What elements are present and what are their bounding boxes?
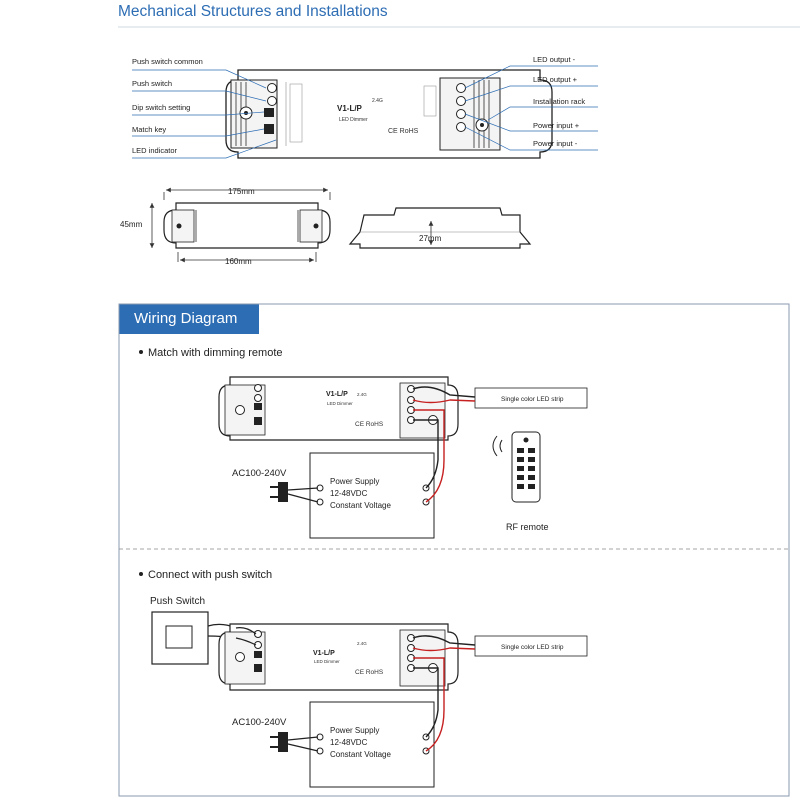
label-power-input-plus: Power input + bbox=[533, 121, 580, 130]
label-push-switch: Push switch bbox=[132, 79, 172, 88]
plug-2 bbox=[270, 732, 319, 752]
psu-1 bbox=[309, 452, 435, 539]
label-installation-rack: Installation rack bbox=[533, 97, 585, 106]
controller-2-sub: LED Dimmer bbox=[314, 659, 340, 664]
label-led-output-plus: LED output + bbox=[533, 75, 578, 84]
label-led-indicator: LED indicator bbox=[132, 146, 178, 155]
controller-1-sub: LED Dimmer bbox=[327, 401, 353, 406]
mechanical-title: Mechanical Structures and Installations bbox=[118, 3, 388, 20]
push-switch-label: Push Switch bbox=[150, 596, 205, 607]
label-push-switch-common: Push switch common bbox=[132, 57, 203, 66]
dimension-top-view bbox=[149, 187, 331, 263]
led-strip-1 bbox=[474, 387, 588, 409]
wiring-title: Wiring Diagram bbox=[119, 304, 259, 334]
psu-1-line-3: Constant Voltage bbox=[330, 501, 391, 510]
controller-1-cert: CE RoHS bbox=[355, 421, 384, 428]
psu-1-line-1: Power Supply bbox=[330, 477, 379, 486]
wiring-frame bbox=[118, 303, 790, 797]
strip-1-wires bbox=[412, 386, 476, 404]
left-callouts bbox=[132, 69, 277, 159]
dim-27: 27mm bbox=[419, 234, 442, 243]
controller-top-view bbox=[225, 69, 553, 159]
label-dip-switch: Dip switch setting bbox=[132, 103, 190, 112]
rf-remote-label: RF remote bbox=[506, 522, 549, 532]
section1-heading: Match with dimming remote bbox=[148, 347, 283, 359]
controller-1-band: 2.4G bbox=[357, 392, 367, 397]
model-label: V1-L/P bbox=[337, 104, 363, 113]
label-match-key: Match key bbox=[132, 125, 166, 134]
label-power-input-minus: Power input - bbox=[533, 139, 578, 148]
section2-heading: Connect with push switch bbox=[148, 569, 272, 581]
controller-2-model: V1-L/P bbox=[313, 650, 335, 657]
controller-2-band: 2.4G bbox=[357, 641, 367, 646]
ac-1-label: AC100-240V bbox=[232, 468, 287, 479]
strip-1-label: Single color LED strip bbox=[501, 396, 564, 403]
psu-2-line-1: Power Supply bbox=[330, 726, 379, 735]
cert-label: CE RoHS bbox=[388, 128, 419, 135]
psu-2-wires bbox=[413, 657, 445, 752]
strip-2-label: Single color LED strip bbox=[501, 644, 564, 651]
label-led-output-minus: LED output - bbox=[533, 55, 576, 64]
dim-175: 175mm bbox=[228, 187, 255, 196]
strip-2-wires bbox=[412, 635, 476, 652]
psu-2-line-3: Constant Voltage bbox=[330, 750, 391, 759]
bullet-1 bbox=[139, 350, 143, 354]
rf-remote-icon bbox=[492, 431, 541, 503]
psu-1-wires bbox=[413, 409, 445, 503]
plug-1 bbox=[270, 482, 319, 503]
ac-2-label: AC100-240V bbox=[232, 717, 287, 728]
psu-2 bbox=[309, 701, 435, 788]
controller-2-cert: CE RoHS bbox=[355, 669, 384, 676]
psu-2-line-2: 12-48VDC bbox=[330, 738, 368, 747]
dimension-side-view bbox=[348, 207, 532, 249]
right-callouts bbox=[464, 65, 598, 151]
dim-45: 45mm bbox=[120, 220, 143, 229]
switch-wires bbox=[235, 627, 257, 646]
bullet-2 bbox=[139, 572, 143, 576]
band-label: 2.4G bbox=[372, 98, 383, 104]
controller-1-model: V1-L/P bbox=[326, 391, 348, 398]
push-switch-icon bbox=[151, 611, 237, 665]
psu-1-line-2: 12-48VDC bbox=[330, 489, 368, 498]
controller-1 bbox=[218, 376, 459, 441]
dim-160: 160mm bbox=[225, 257, 252, 266]
controller-2 bbox=[218, 623, 459, 691]
led-strip-2 bbox=[474, 635, 588, 657]
model-sub-label: LED Dimmer bbox=[339, 117, 368, 123]
